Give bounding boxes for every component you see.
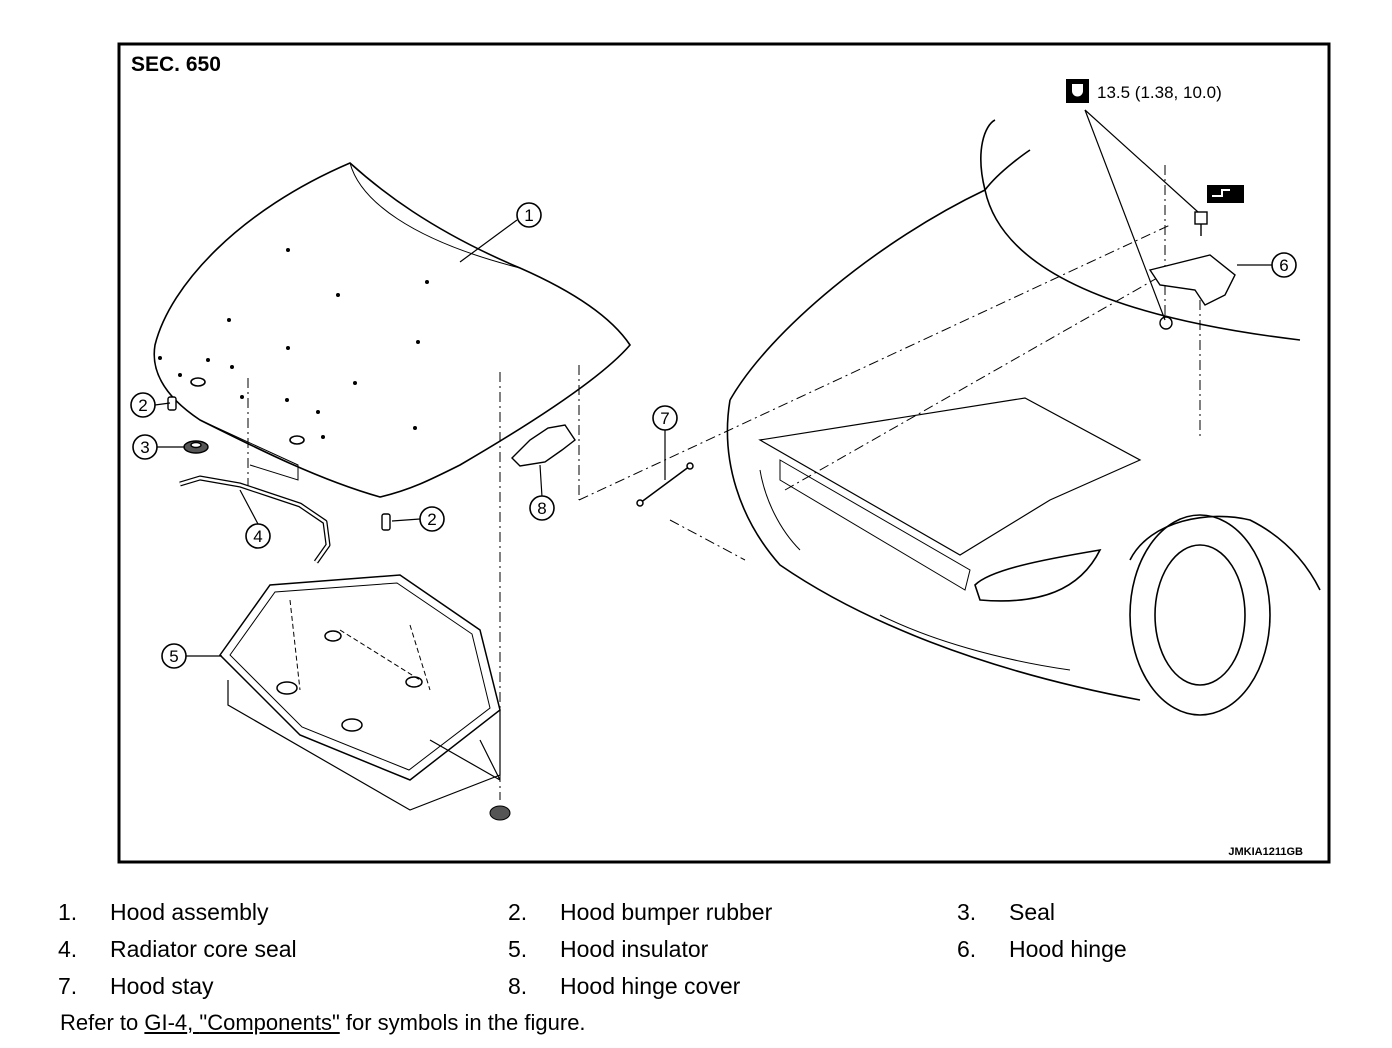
legend-item-num: 6.: [957, 936, 977, 962]
legend-item-num: 3.: [957, 899, 977, 925]
legend-item-num: 8.: [508, 973, 528, 999]
callout-2-right-label: 2: [427, 510, 436, 529]
vehicle-body-drawing: [726, 119, 1321, 716]
callout-2-left: 2: [130, 392, 156, 418]
callout-7-label: 7: [660, 409, 669, 428]
callout-7: 7: [652, 405, 678, 431]
callout-8: 8: [529, 495, 555, 521]
link-sep: ,: [187, 1010, 200, 1035]
hood-stay-drawing: [636, 462, 746, 561]
hood-hinge-drawing: [1148, 211, 1236, 330]
legend-item-label: Hood stay: [110, 973, 214, 999]
callout-1: 1: [516, 202, 542, 228]
callout-6-label: 6: [1279, 256, 1288, 275]
parts-legend: 1. Hood assembly 2. Hood bumper rubber 3…: [0, 890, 1392, 1010]
seal-drawing: [183, 440, 209, 454]
callout-6: 6: [1271, 252, 1297, 278]
callout-4-label: 4: [253, 527, 262, 546]
alignment-lines: [247, 165, 1201, 800]
hood-bumper-rubber-drawing: [167, 396, 391, 531]
leader-lines: [154, 109, 1272, 781]
link-ref: GI-4: [144, 1010, 188, 1035]
hood-hinge-cover-drawing: [511, 424, 576, 467]
hood-components-diagram: SEC. 650 13.5 (1.38, 10.0): [117, 42, 1331, 864]
diagram-frame: [117, 42, 1331, 864]
link-title: "Components": [199, 1010, 340, 1035]
legend-item-num: 7.: [58, 973, 78, 999]
callout-5: 5: [161, 643, 187, 669]
legend-item-label: Hood assembly: [110, 899, 269, 925]
legend-item-num: 5.: [508, 936, 528, 962]
callout-2-left-label: 2: [138, 396, 147, 415]
callout-5-label: 5: [169, 647, 178, 666]
legend-item-num: 2.: [508, 899, 528, 925]
clip-drawing: [489, 805, 511, 821]
torque-wrench-icon: [1066, 79, 1089, 103]
hood-assembly-drawing: [153, 162, 632, 498]
components-reference-link[interactable]: GI-4, "Components": [144, 1010, 339, 1035]
callout-3: 3: [132, 434, 158, 460]
legend-item-label: Radiator core seal: [110, 936, 297, 962]
grease-icon: [1207, 185, 1244, 203]
legend-item-label: Hood bumper rubber: [560, 899, 773, 925]
legend-item-label: Hood insulator: [560, 936, 709, 962]
legend-item-num: 1.: [58, 899, 78, 925]
callout-1-label: 1: [524, 206, 533, 225]
reference-note: Refer to GI-4, "Components" for symbols …: [60, 1010, 586, 1036]
section-label: SEC. 650: [131, 53, 221, 76]
callout-3-label: 3: [140, 438, 149, 457]
torque-spec: 13.5 (1.38, 10.0): [1097, 83, 1222, 102]
legend-item-num: 4.: [58, 936, 78, 962]
note-suffix: for symbols in the figure.: [339, 1010, 586, 1035]
legend-item-label: Seal: [1009, 899, 1056, 925]
callout-4: 4: [245, 523, 271, 549]
hood-insulator-drawing: [219, 574, 501, 811]
legend-item-label: Hood hinge: [1009, 936, 1127, 962]
callout-8-label: 8: [537, 499, 546, 518]
figure-id: JMKIA1211GB: [1228, 846, 1303, 858]
callout-2-right: 2: [419, 506, 445, 532]
legend-item-label: Hood hinge cover: [560, 973, 741, 999]
note-prefix: Refer to: [60, 1010, 145, 1035]
